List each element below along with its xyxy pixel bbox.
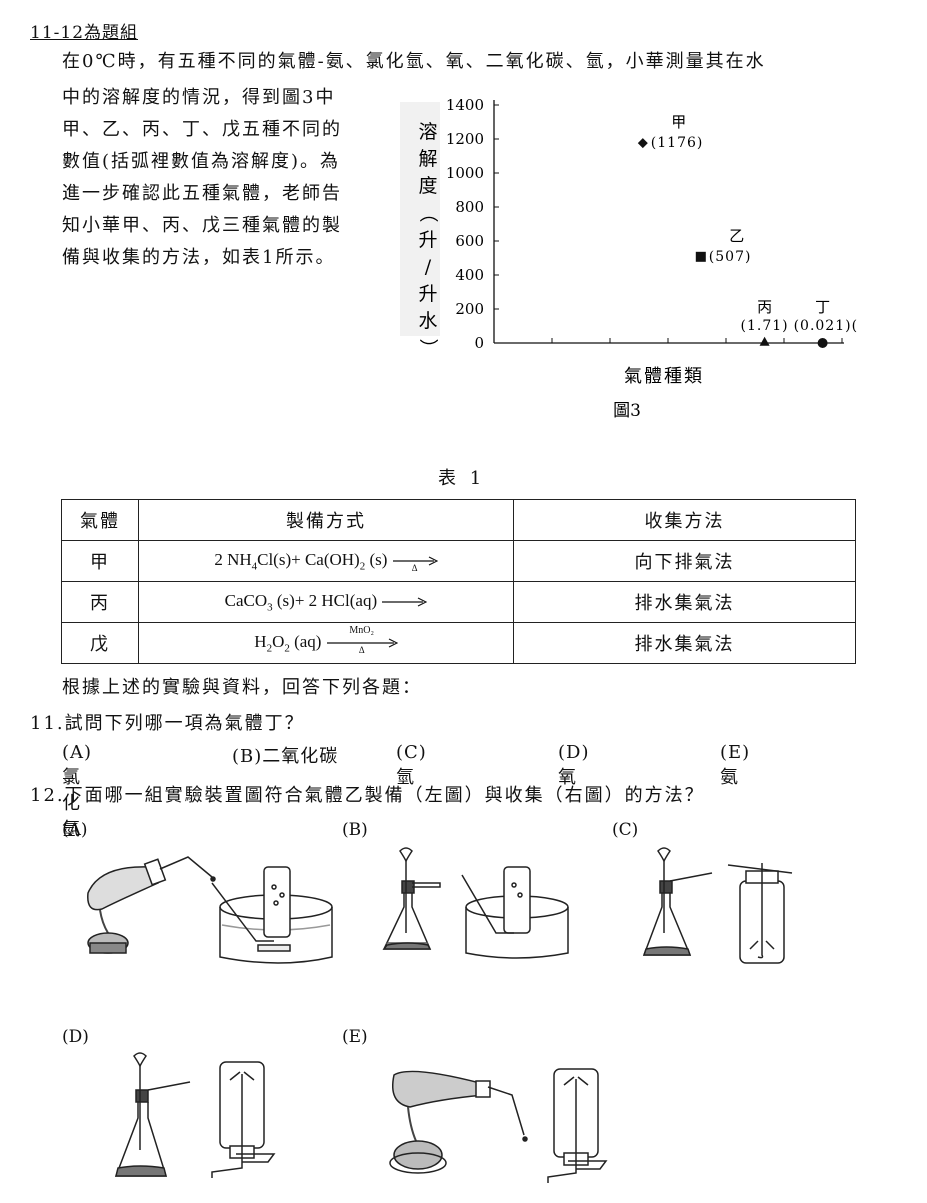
- heat-arrow: Δ: [392, 555, 438, 573]
- lead-text: 根據上述的實驗與資料，回答下列各題：: [62, 677, 422, 698]
- point-value-label: (1.71): [741, 318, 789, 334]
- table-row: 甲 2 NH4Cl(s)+ Ca(OH)2 (s) Δ 向下排氣法: [61, 540, 856, 582]
- apparatus-option-a-label[interactable]: (A): [62, 820, 88, 840]
- y-axis-label-char: 解: [418, 148, 437, 170]
- erlenmeyer-flask-icon: [642, 847, 713, 956]
- intro-line: 數值(括弧裡數值為溶解度)。為: [62, 151, 341, 172]
- intro-line-1: 在0℃時，有五種不同的氣體-氨、氯化氫、氧、二氧化碳、氫，小華測量其在水: [62, 51, 766, 72]
- apparatus-a[interactable]: [60, 845, 360, 975]
- ylabel-background: [400, 102, 440, 336]
- y-axis-label-char: 溶: [418, 121, 437, 143]
- question-12: 12.下面哪一組實驗裝置圖符合氣體乙製備（左圖）與收集（右圖）的方法？: [30, 785, 705, 806]
- point-value-label: (0.049): [852, 318, 858, 334]
- y-tick-label: 1000: [446, 164, 484, 182]
- option-d[interactable]: (D)氧: [558, 742, 590, 788]
- data-points: 甲(1176)乙(507)丙(1.71)丁(0.021)戊(0.049): [637, 113, 858, 348]
- option-b[interactable]: (B)二氧化碳: [232, 746, 339, 767]
- apparatus-b[interactable]: [378, 845, 588, 975]
- gas-cell: 丙: [61, 581, 139, 623]
- point-name-label: 乙: [729, 227, 744, 245]
- x-ticks: [551, 338, 843, 343]
- point-name-label: 甲: [671, 113, 686, 131]
- header-prep: 製備方式: [138, 499, 514, 541]
- y-tick-label: 0: [474, 334, 484, 352]
- water-trough-icon: [461, 866, 569, 959]
- point-marker-square: [695, 251, 706, 262]
- group-title: 11-12為題組: [30, 23, 139, 43]
- heated-test-tube-icon: [87, 856, 216, 954]
- apparatus-d[interactable]: [100, 1050, 300, 1190]
- y-axis-label-char: /: [425, 256, 432, 278]
- apparatus-option-c-label[interactable]: (C): [612, 820, 639, 840]
- collect-cell: 向下排氣法: [513, 540, 856, 582]
- point-value-label: (0.021): [794, 318, 852, 334]
- collect-cell: 排水集氣法: [513, 622, 856, 664]
- gas-cell: 戊: [61, 622, 139, 664]
- y-axis-label-char: 升: [418, 283, 437, 305]
- apparatus-e[interactable]: [380, 1055, 620, 1190]
- option-e[interactable]: (E)氨: [720, 742, 751, 788]
- intro-line: 知小華甲、丙、戊三種氣體的製: [62, 215, 342, 236]
- apparatus-option-b-label[interactable]: (B): [342, 820, 368, 840]
- apparatus-option-d-label[interactable]: (D): [62, 1027, 89, 1047]
- erlenmeyer-flask-icon: [382, 847, 441, 950]
- point-value-label: (507): [709, 249, 752, 265]
- y-axis-label-char: 升: [418, 229, 437, 251]
- question-11: 11.試問下列哪一項為氣體丁？: [30, 713, 305, 734]
- table-header-row: 氣體 製備方式 收集方法: [61, 499, 856, 541]
- gas-cell: 甲: [61, 540, 139, 582]
- point-name-label: 丙: [757, 298, 772, 316]
- point-name-label: 丁: [815, 298, 830, 316]
- y-tick-label: 600: [455, 232, 484, 250]
- apparatus-c[interactable]: [640, 845, 810, 975]
- intro-paragraph: 中的溶解度的情況，得到圖3中 甲、乙、丙、丁、戊五種不同的 數值(括弧裡數值為溶…: [62, 82, 342, 274]
- erlenmeyer-flask-icon: [114, 1052, 191, 1177]
- point-marker-circle: [817, 337, 828, 348]
- y-axis-label-char: （: [417, 203, 439, 222]
- header-collect: 收集方法: [513, 499, 856, 541]
- y-tick-label: 800: [455, 198, 484, 216]
- point-marker-triangle: [759, 336, 770, 346]
- intro-line: 甲、乙、丙、丁、戊五種不同的: [62, 119, 342, 140]
- heated-test-tube-icon: [389, 1070, 528, 1174]
- y-axis-label-char: ）: [417, 338, 439, 357]
- collect-cell: 排水集氣法: [513, 581, 856, 623]
- intro-line: 進一步確認此五種氣體，老師告: [62, 183, 342, 204]
- apparatus-option-e-label[interactable]: (E): [342, 1027, 368, 1047]
- option-c[interactable]: (C)氫: [396, 742, 427, 788]
- point-value-label: (1176): [651, 135, 704, 151]
- reaction-arrow: [381, 596, 428, 608]
- prep-formula: CaCO3 (s)+ 2 HCl(aq): [138, 581, 514, 623]
- y-tick-label: 400: [455, 266, 484, 284]
- y-axis-label-char: 度: [418, 175, 437, 197]
- inverted-bottle-icon: [211, 1061, 276, 1178]
- y-tick-label: 1200: [446, 130, 484, 148]
- gas-bottle-icon: [727, 863, 793, 964]
- point-marker-diamond: [637, 138, 648, 149]
- inverted-bottle-icon: [547, 1068, 608, 1183]
- y-tick-label: 1400: [446, 96, 484, 114]
- table-caption: 表 1: [438, 468, 486, 489]
- option-a[interactable]: (A)氯化氫: [62, 742, 93, 840]
- y-tick-label: 200: [455, 300, 484, 318]
- intro-line: 中的溶解度的情況，得到圖3中: [62, 87, 336, 108]
- header-gas: 氣體: [61, 499, 139, 541]
- x-axis-label: 氣體種類: [624, 366, 704, 387]
- y-axis-label-char: 水: [418, 310, 437, 332]
- table-row: 丙 CaCO3 (s)+ 2 HCl(aq) 排水集氣法: [61, 581, 856, 623]
- gas-table: 氣體 製備方式 收集方法 甲 2 NH4Cl(s)+ Ca(OH)2 (s) Δ…: [61, 499, 856, 664]
- intro-line: 備與收集的方法，如表1所示。: [62, 247, 336, 268]
- water-trough-icon: [211, 866, 333, 964]
- figure-caption: 圖3: [613, 401, 641, 421]
- y-axis-label: 溶解度（升/升水）: [417, 121, 439, 358]
- prep-formula: 2 NH4Cl(s)+ Ca(OH)2 (s) Δ: [138, 540, 514, 582]
- y-ticks: 0 200 400 600 800 1000 1200 1400: [446, 96, 499, 352]
